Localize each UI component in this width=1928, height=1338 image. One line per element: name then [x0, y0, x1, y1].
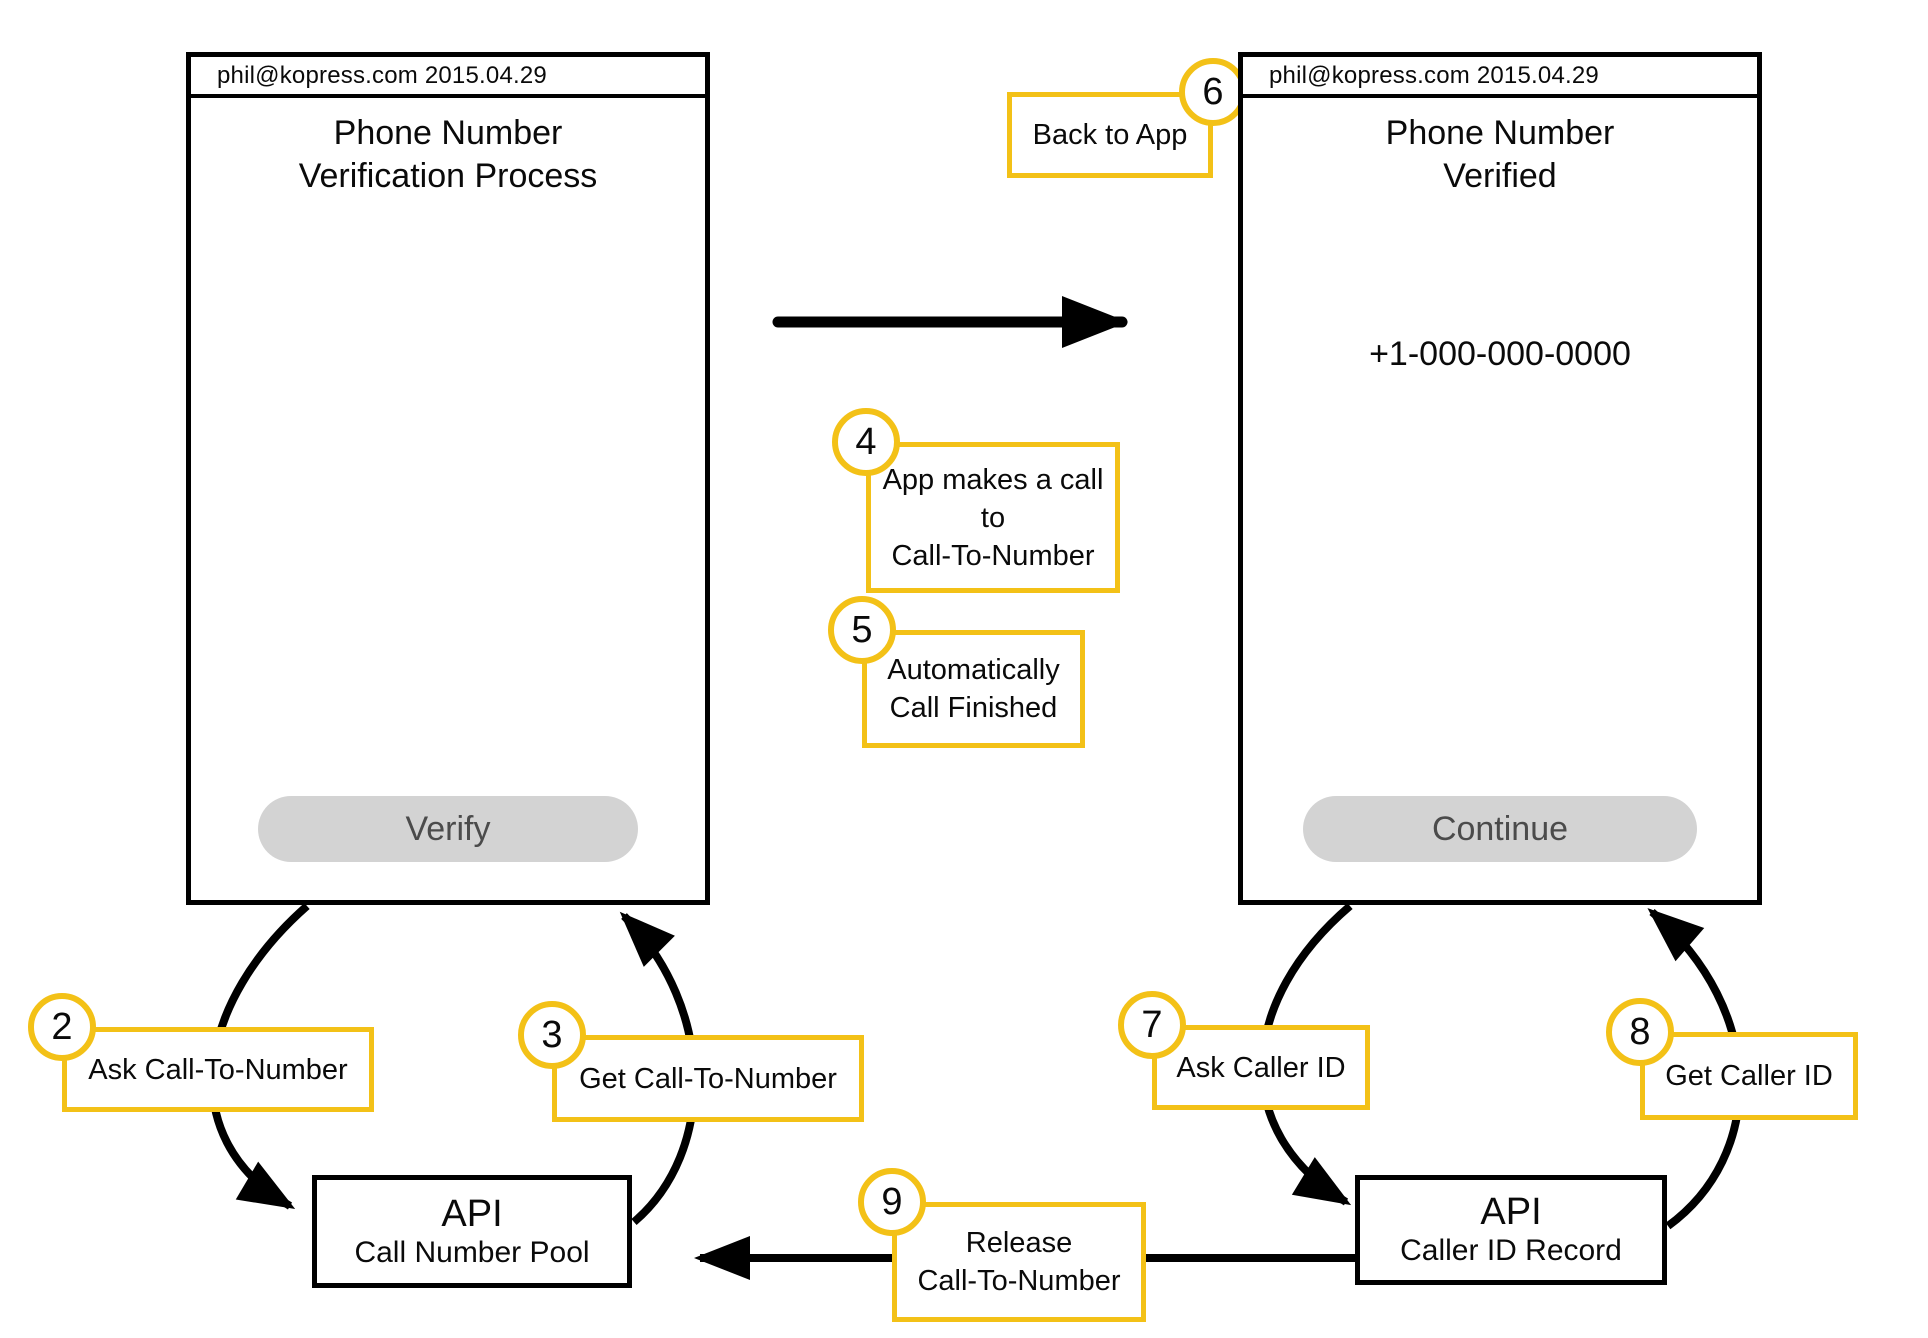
annotation-text: App makes a call [882, 463, 1104, 496]
step-3-badge: 3 [518, 1001, 586, 1069]
annotation-get-call-to-number: Get Call-To-Number [552, 1035, 864, 1122]
annotation-text: to [980, 501, 1006, 534]
annotation-release-call-to-number: Release Call-To-Number [892, 1202, 1146, 1322]
annotation-text: Ask Caller ID [1176, 1051, 1346, 1084]
annotation-ask-caller-id: Ask Caller ID [1152, 1025, 1370, 1110]
annotation-ask-call-to-number: Ask Call-To-Number [62, 1027, 374, 1112]
continue-button[interactable]: Continue [1303, 796, 1697, 862]
verify-button[interactable]: Verify [258, 796, 638, 862]
phone-statusbar: phil@kopress.com 2015.04.29 [1243, 57, 1757, 98]
api-caller-id-record: API Caller ID Record [1355, 1175, 1667, 1285]
account-and-date-text: phil@kopress.com 2015.04.29 [1269, 61, 1599, 89]
phone-statusbar: phil@kopress.com 2015.04.29 [191, 57, 705, 98]
account-and-date-text: phil@kopress.com 2015.04.29 [217, 61, 547, 89]
annotation-text: Get Caller ID [1665, 1060, 1833, 1092]
phone-mockup-verification: phil@kopress.com 2015.04.29 Phone Number… [186, 52, 710, 905]
api-call-number-pool: API Call Number Pool [312, 1175, 632, 1288]
verified-phone-number: +1-000-000-0000 [1369, 335, 1631, 373]
annotation-text: Call Finished [889, 692, 1058, 724]
annotation-back-to-app: Back to App [1007, 92, 1213, 178]
step-4-badge: 4 [832, 408, 900, 476]
annotation-text: Get Call-To-Number [579, 1062, 837, 1095]
step-2-badge: 2 [28, 993, 96, 1061]
annotation-text: Back to App [1032, 119, 1188, 151]
step-7-badge: 7 [1118, 991, 1186, 1059]
annotation-text: Release [965, 1227, 1073, 1259]
screen-title: Phone Number Verified [1385, 114, 1615, 195]
annotation-call-finished: Automatically Call Finished [862, 630, 1085, 748]
annotation-app-makes-call: App makes a call to Call-To-Number [866, 442, 1120, 593]
step-6-badge: 6 [1179, 58, 1247, 126]
screen-title: Phone Number Verification Process [298, 114, 598, 195]
phone-mockup-verified: phil@kopress.com 2015.04.29 Phone Number… [1238, 52, 1762, 905]
step-8-badge: 8 [1606, 998, 1674, 1066]
step-5-badge: 5 [828, 596, 896, 664]
annotation-get-caller-id: Get Caller ID [1640, 1032, 1858, 1120]
step-9-badge: 9 [858, 1168, 926, 1236]
annotation-text: Ask Call-To-Number [88, 1053, 348, 1086]
annotation-text: Call-To-Number [917, 1265, 1121, 1297]
annotation-text: Automatically [887, 654, 1060, 686]
annotation-text: Call-To-Number [891, 539, 1095, 572]
